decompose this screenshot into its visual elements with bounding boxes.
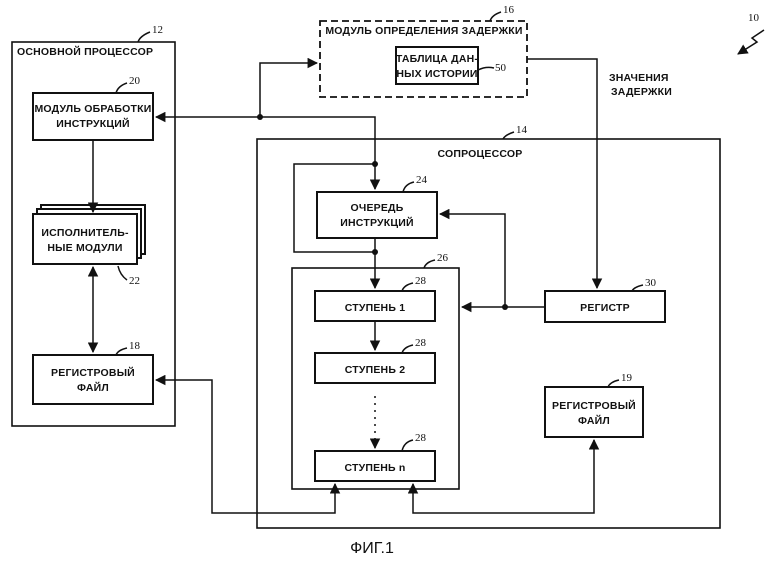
coprocessor-frame [256, 138, 721, 529]
ref-28-stage-2: 28 [415, 337, 427, 349]
ref-22-leader [117, 265, 128, 281]
ref-18-leader [115, 347, 128, 356]
ref-16: 16 [503, 4, 515, 16]
ref-50: 50 [495, 62, 507, 74]
ref-50-leader [477, 66, 495, 71]
register-file-main-box [32, 354, 154, 405]
register-label: РЕГИСТР [580, 302, 630, 314]
register-file-co-label: ФАЙЛ [578, 414, 610, 427]
ref-28-leader [401, 439, 414, 452]
ref-24-leader [402, 181, 415, 193]
figure-label: ФИГ.1 [350, 540, 394, 557]
bus-to-delay-module-arrow [259, 57, 319, 117]
ref-28-leader [401, 344, 414, 354]
ref-12: 12 [152, 24, 163, 36]
junction-dot [502, 304, 508, 310]
main-processor-frame [11, 41, 176, 427]
register-file-co-box [544, 386, 644, 438]
ref-28-stage-1: 28 [415, 275, 427, 287]
ref-10: 10 [748, 12, 760, 24]
stage-2-label: СТУПЕНЬ 2 [345, 364, 406, 376]
execution-units-label: ИСПОЛНИТЕЛЬ- [41, 227, 129, 239]
history-table-label: ТАБЛИЦА ДАН- [396, 53, 479, 65]
ref-14-leader [502, 131, 515, 140]
register-file-co-label: РЕГИСТРОВЫЙ [552, 399, 636, 412]
register-to-queue-arrow [438, 208, 506, 307]
ref-19: 19 [621, 372, 633, 384]
ref-30-leader [631, 284, 644, 292]
ref-20: 20 [129, 75, 141, 87]
instruction-module-box [32, 92, 154, 141]
register-file-main-label: ФАЙЛ [77, 381, 109, 394]
ref-14: 14 [516, 124, 528, 136]
ref-20-leader [115, 82, 128, 94]
stage-1-box [314, 290, 436, 322]
register-box [544, 290, 666, 323]
ref-16-leader [489, 11, 502, 22]
history-table-label: НЫХ ИСТОРИИ [396, 68, 477, 80]
ref-30: 30 [645, 277, 657, 289]
register-file-main-label: РЕГИСТРОВЫЙ [51, 366, 135, 379]
delay-values-label: ЗАДЕРЖКИ [611, 86, 672, 98]
ref-28-stage-n: 28 [415, 432, 427, 444]
coprocessor-title: СОПРОЦЕССОР [437, 148, 522, 160]
ref-12-leader [137, 31, 151, 43]
stage-n-to-co-regfile-bus [407, 438, 600, 514]
ref-26: 26 [437, 252, 449, 264]
instruction-module-label: ИНСТРУКЦИЙ [56, 117, 129, 130]
ref-19-leader [607, 379, 620, 388]
execution-units-label: НЫЕ МОДУЛИ [47, 242, 122, 254]
stage-n-to-main-regfile-bus [154, 374, 341, 514]
ref-22: 22 [129, 275, 140, 287]
ref-26-leader [423, 259, 436, 269]
instruction-queue-box [316, 191, 438, 239]
stage-n-label: СТУПЕНЬ n [344, 462, 405, 474]
lightning-arrow-icon [737, 29, 765, 55]
queue-feedback-loop [293, 163, 375, 253]
execution-units-box [32, 213, 138, 265]
instruction-queue-label: ОЧЕРЕДЬ [351, 202, 404, 214]
instruction-queue-label: ИНСТРУКЦИЙ [340, 216, 413, 229]
history-table-box [395, 46, 479, 85]
delay-values-label: ЗНАЧЕНИЯ [609, 72, 669, 84]
stage-1-label: СТУПЕНЬ 1 [345, 302, 406, 314]
instruction-module-label: МОДУЛЬ ОБРАБОТКИ [34, 103, 151, 115]
delay-module-title: МОДУЛЬ ОПРЕДЕЛЕНИЯ ЗАДЕРЖКИ [325, 25, 522, 37]
ref-18: 18 [129, 340, 141, 352]
ref-24: 24 [416, 174, 428, 186]
instr-module-bus [154, 111, 376, 164]
ref-28-leader [401, 282, 414, 292]
junction-dot [257, 114, 263, 120]
main-processor-title: ОСНОВНОЙ ПРОЦЕССОР [17, 45, 153, 58]
delay-values-to-register-arrow [527, 58, 603, 290]
